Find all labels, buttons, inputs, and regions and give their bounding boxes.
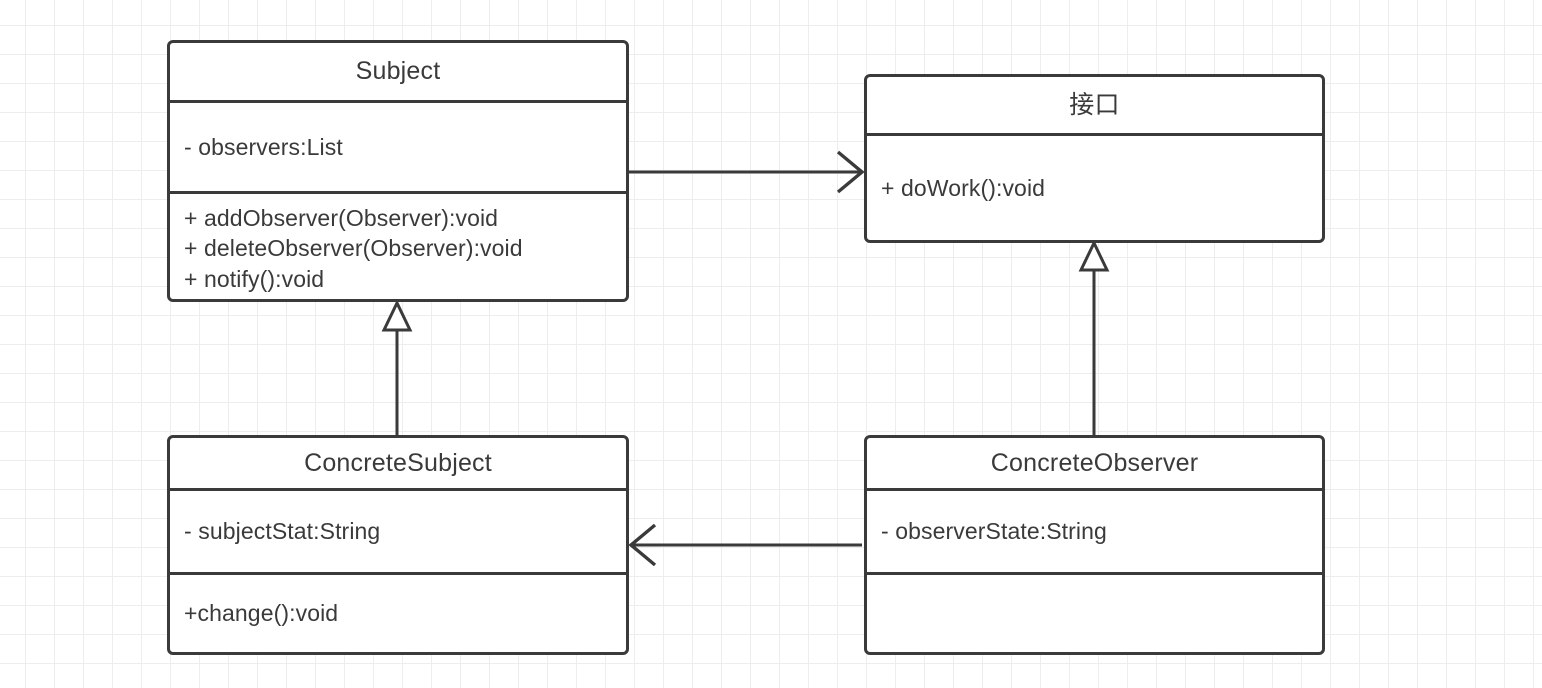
class-box-concrete-subject[interactable]: ConcreteSubject - subjectStat:String +ch…	[167, 435, 629, 655]
class-box-concrete-observer[interactable]: ConcreteObserver - observerState:String	[864, 435, 1325, 655]
class-title-compartment: ConcreteSubject	[170, 438, 626, 488]
class-methods-compartment: + addObserver(Observer):void + deleteObs…	[170, 191, 626, 299]
class-method: + deleteObserver(Observer):void	[184, 235, 523, 262]
class-name-subject: Subject	[355, 57, 441, 86]
class-methods-compartment	[867, 572, 1322, 652]
class-method: +change():void	[184, 600, 339, 627]
class-box-interface[interactable]: 接口 + doWork():void	[864, 74, 1325, 243]
class-title-compartment: 接口	[867, 77, 1322, 133]
edge-concreteobserver-to-interface	[1078, 239, 1110, 435]
class-methods-compartment: + doWork():void	[867, 133, 1322, 240]
class-attribute: - observers:List	[184, 133, 343, 160]
class-method: + addObserver(Observer):void	[184, 204, 499, 231]
class-name-interface: 接口	[1069, 90, 1120, 119]
class-name-concrete-subject: ConcreteSubject	[304, 448, 492, 477]
class-attribute: - subjectStat:String	[184, 518, 381, 545]
class-attributes-compartment: - observers:List	[170, 100, 626, 191]
class-attributes-compartment: - subjectStat:String	[170, 488, 626, 572]
class-attribute: - observerState:String	[881, 518, 1107, 545]
class-title-compartment: ConcreteObserver	[867, 438, 1322, 488]
edge-concretesubject-to-subject	[381, 299, 413, 435]
class-method: + notify():void	[184, 265, 325, 292]
edge-concreteobserver-to-concretesubject	[628, 523, 862, 567]
class-attributes-compartment: - observerState:String	[867, 488, 1322, 572]
class-methods-compartment: +change():void	[170, 572, 626, 652]
class-method: + doWork():void	[881, 174, 1046, 201]
class-title-compartment: Subject	[170, 43, 626, 100]
edge-subject-to-interface	[629, 150, 865, 194]
class-name-concrete-observer: ConcreteObserver	[990, 448, 1199, 477]
class-box-subject[interactable]: Subject - observers:List + addObserver(O…	[167, 40, 629, 302]
